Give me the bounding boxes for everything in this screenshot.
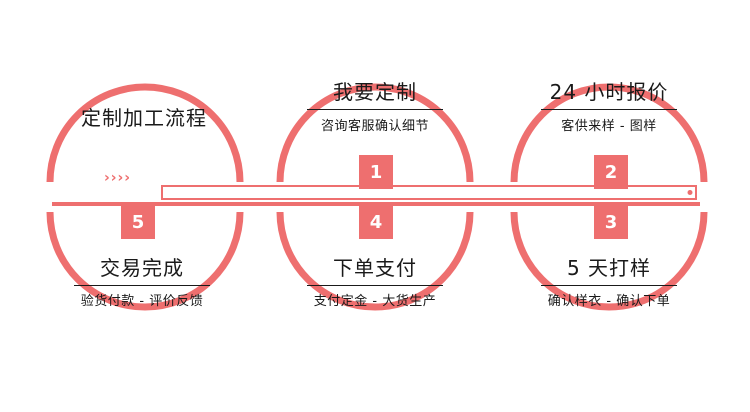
step-5-title: 交易完成 <box>100 256 184 280</box>
ring-intro-top <box>46 83 244 183</box>
step-1-title: 我要定制 <box>333 80 417 104</box>
step-1-subtitle: 咨询客服确认细节 <box>320 119 430 134</box>
step-3-subtitle: 确认样衣 - 确认下单 <box>547 294 671 309</box>
step-1-badge: 1 <box>359 155 393 189</box>
step-4-divider <box>307 285 443 286</box>
ring-step-3-bottom <box>510 211 708 311</box>
step-2-badge: 2 <box>594 155 628 189</box>
step-2-subtitle: 客供来样 - 图样 <box>561 119 657 134</box>
flow-arrows: ›››› <box>104 170 132 186</box>
step-1-divider <box>307 109 443 110</box>
process-title: 定制加工流程 <box>81 106 207 130</box>
step-3-title: 5 天打样 <box>566 256 652 280</box>
connector-line <box>52 202 700 206</box>
step-5-divider <box>74 285 210 286</box>
step-2-divider <box>541 109 677 110</box>
ring-step-2-top <box>510 83 708 183</box>
connector-bar-outline <box>161 185 697 200</box>
step-4-subtitle: 支付定金 - 大货生产 <box>313 294 437 309</box>
step-3-badge: 3 <box>594 205 628 239</box>
step-5-badge: 5 <box>121 205 155 239</box>
step-5-subtitle: 验货付款 - 评价反馈 <box>80 294 204 309</box>
step-2-title: 24 小时报价 <box>549 80 669 104</box>
ring-step-1-top <box>276 83 474 183</box>
ring-step-4-bottom <box>276 211 474 311</box>
connector-bar-end-dot <box>687 190 693 195</box>
step-3-divider <box>541 285 677 286</box>
step-4-badge: 4 <box>359 205 393 239</box>
step-4-title: 下单支付 <box>333 256 417 280</box>
ring-step-5-bottom <box>46 211 244 311</box>
